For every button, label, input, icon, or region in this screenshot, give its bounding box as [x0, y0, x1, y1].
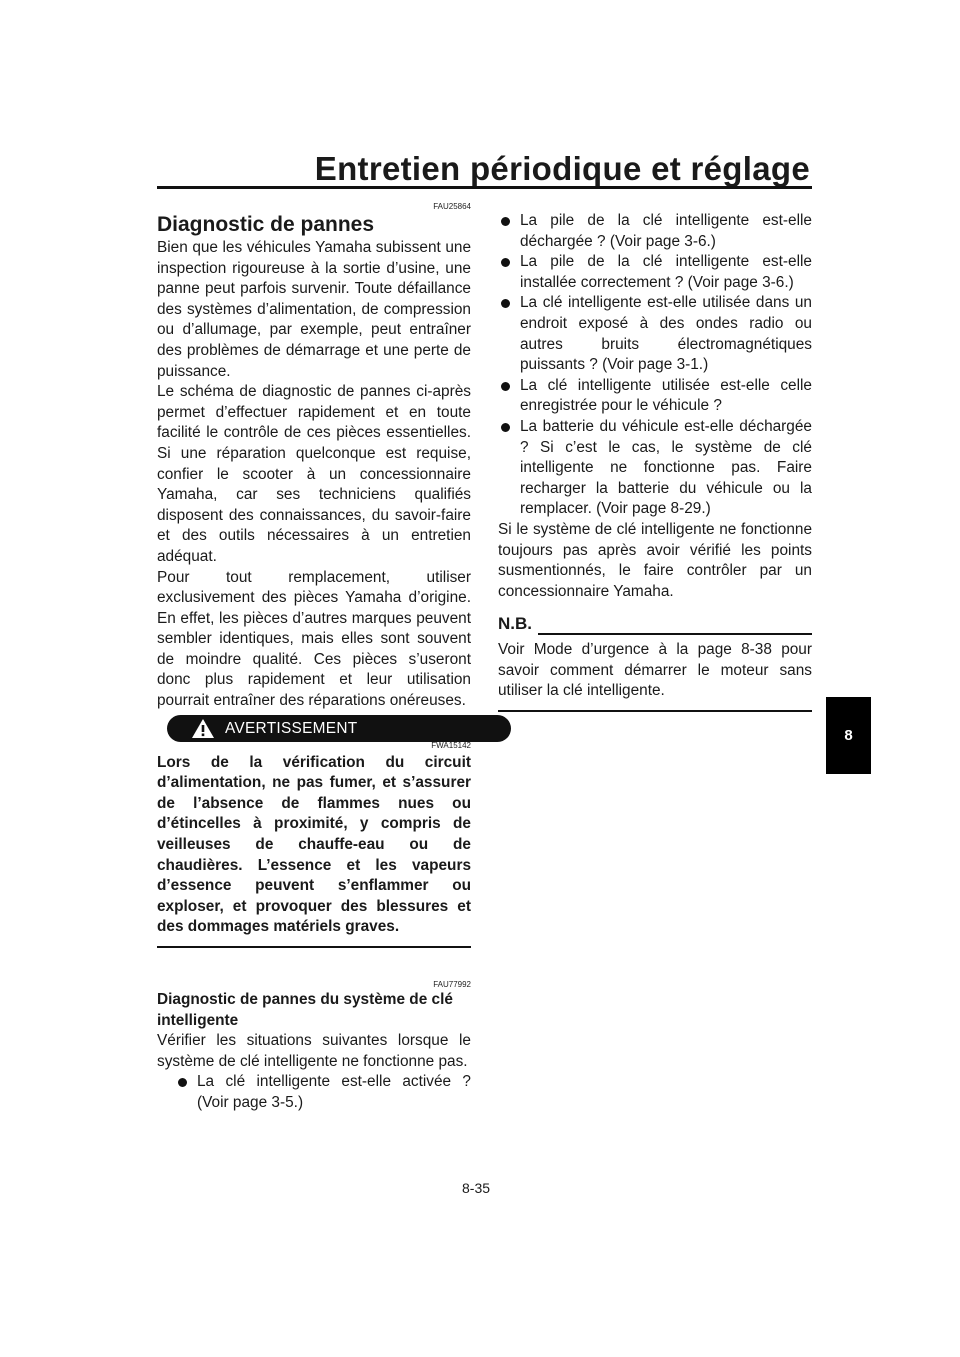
- warning-badge: AVERTISSEMENT: [167, 714, 511, 742]
- note-header: N.B.: [498, 614, 812, 640]
- note-label: N.B.: [498, 614, 532, 634]
- bullet-icon: [178, 1078, 187, 1088]
- subsection-heading: Diagnostic de pannes du système de clé i…: [157, 991, 453, 1029]
- note-text: Voir Mode d’urgence à la page 8-38 pour …: [498, 641, 812, 700]
- parts-paragraph: Pour tout remplacement, utiliser exclusi…: [157, 568, 471, 710]
- header-rule: [157, 186, 812, 189]
- warning-triangle-icon: [192, 718, 214, 738]
- bullet-icon: [501, 258, 510, 268]
- left-column: FAU25864 Diagnostic de pannes Bien que l…: [157, 202, 511, 1114]
- list-item-text: La clé intelligente est-elle utilisée da…: [520, 294, 812, 374]
- right-column: La pile de la clé intelligente est-elle …: [498, 211, 812, 712]
- note-end-rule: [498, 710, 812, 712]
- list-item: La pile de la clé intelligente est-elle …: [498, 252, 812, 293]
- followup-paragraph: Si le système de clé intelligente ne fon…: [498, 520, 812, 600]
- note-header-rule: [538, 633, 812, 635]
- list-item-text: La clé intelligente est-elle activée ? (…: [197, 1073, 471, 1111]
- subsection-code: FAU77992: [433, 980, 471, 989]
- list-item: La clé intelligente est-elle activée ? (…: [175, 1072, 471, 1113]
- bullet-icon: [501, 422, 510, 432]
- page-number: 8-35: [462, 1180, 491, 1196]
- bullet-icon: [501, 299, 510, 309]
- list-item: La clé intelligente est-elle utilisée da…: [498, 293, 812, 375]
- list-item-text: La clé intelligente utilisée est-elle ce…: [520, 376, 812, 415]
- diagnostic-paragraph: Le schéma de diagnostic de pannes ci-apr…: [157, 383, 471, 565]
- bullet-icon: [501, 217, 510, 226]
- chapter-number: 8: [844, 727, 853, 744]
- section-code: FAU25864: [433, 202, 471, 211]
- list-item: La pile de la clé intelligente est-elle …: [498, 211, 812, 252]
- list-item: La batterie du véhicule est-elle décharg…: [498, 417, 812, 520]
- check-intro-paragraph: Vérifier les situations suivantes lorsqu…: [157, 1032, 471, 1070]
- check-list-left: La clé intelligente est-elle activée ? (…: [157, 1072, 471, 1113]
- bullet-icon: [501, 381, 510, 391]
- list-item-text: La batterie du véhicule est-elle décharg…: [520, 417, 812, 518]
- warning-header: AVERTISSEMENT: [157, 714, 511, 743]
- intro-paragraph: Bien que les véhicules Yamaha subissent …: [157, 239, 471, 380]
- warning-end-rule: [157, 946, 471, 948]
- warning-label: AVERTISSEMENT: [225, 719, 358, 737]
- section-heading: Diagnostic de pannes: [157, 213, 375, 236]
- warning-text: Lors de la vérification du circuit d’ali…: [157, 753, 471, 936]
- list-item-text: La pile de la clé intelligente est-elle …: [520, 212, 812, 250]
- list-item-text: La pile de la clé intelligente est-elle …: [520, 253, 812, 291]
- warning-code: FWA15142: [431, 740, 471, 750]
- chapter-tab: 8: [826, 697, 871, 774]
- page-header-title: Entretien périodique et réglage: [314, 150, 810, 187]
- check-list-right: La pile de la clé intelligente est-elle …: [498, 211, 812, 520]
- list-item: La clé intelligente utilisée est-elle ce…: [498, 376, 812, 417]
